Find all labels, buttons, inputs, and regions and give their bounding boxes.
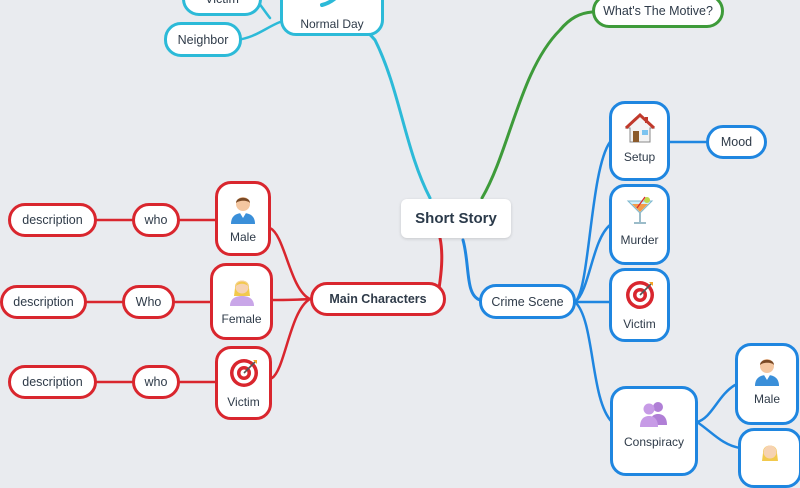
subtopic-who-victim[interactable]: who [132,365,180,399]
subtopic-who-female[interactable]: Who [122,285,175,319]
man-icon [755,359,779,386]
topic-main-characters[interactable]: Main Characters [310,282,446,316]
character-label: Male [229,230,256,244]
connector-cs-conspiracy [573,300,614,424]
mind-map-connectors [85,0,742,450]
connector-mc-male [268,226,312,301]
subtopic-neighbor[interactable]: Neighbor [164,22,242,57]
conspiracy-male[interactable]: Male [735,343,799,425]
scene-label: Victim [623,317,656,331]
woman-icon [762,445,778,461]
connector-root-motive [480,10,594,200]
connector-normal-day-neighbor [234,20,282,42]
topic-whats-the-motive[interactable]: What's The Motive? [592,0,724,28]
scene-setup[interactable]: Setup [609,101,670,181]
central-topic-short-story[interactable]: Short Story [401,199,511,238]
subtopic-description-male[interactable]: description [8,203,97,237]
scene-conspiracy[interactable]: Conspiracy [610,386,698,476]
scene-label: Male [753,392,780,406]
cocktail-icon [626,196,653,224]
topic-normal-day[interactable]: Normal Day [280,0,384,36]
subtopic-who-male[interactable]: who [132,203,180,237]
connector-mc-victim [270,297,312,380]
woman-icon [229,280,254,306]
connector-cs-setup [573,140,612,304]
man-icon [231,197,255,224]
topic-label: Normal Day [300,17,364,31]
group-icon [640,402,667,427]
connector-root-normal-day [343,20,432,200]
subtopic-description-female[interactable]: description [0,285,87,319]
connector-conspiracy-female [695,420,742,450]
connector-root-crime-scene [461,238,482,302]
subtopic-description-victim[interactable]: description [8,365,97,399]
conspiracy-female[interactable] [738,428,800,488]
scene-victim[interactable]: Victim [609,268,670,342]
connector-conspiracy-male [695,383,737,424]
target-icon [625,281,654,309]
connector-cs-murder [573,223,612,304]
scene-label: Setup [623,150,656,164]
character-label: Female [221,312,262,326]
character-label: Victim [227,395,260,409]
scene-label: Conspiracy [623,435,685,449]
topic-crime-scene[interactable]: Crime Scene [479,284,576,319]
scene-murder[interactable]: Murder [609,184,670,265]
house-icon [624,112,655,143]
character-male[interactable]: Male [215,181,271,256]
character-female[interactable]: Female [210,263,273,340]
swirl-icon [316,0,348,11]
subtopic-victim[interactable]: Victim [182,0,262,16]
target-icon [229,359,258,387]
subtopic-mood[interactable]: Mood [706,125,767,159]
scene-label: Murder [620,233,659,247]
connector-mc-female [270,297,312,302]
character-victim[interactable]: Victim [215,346,272,420]
